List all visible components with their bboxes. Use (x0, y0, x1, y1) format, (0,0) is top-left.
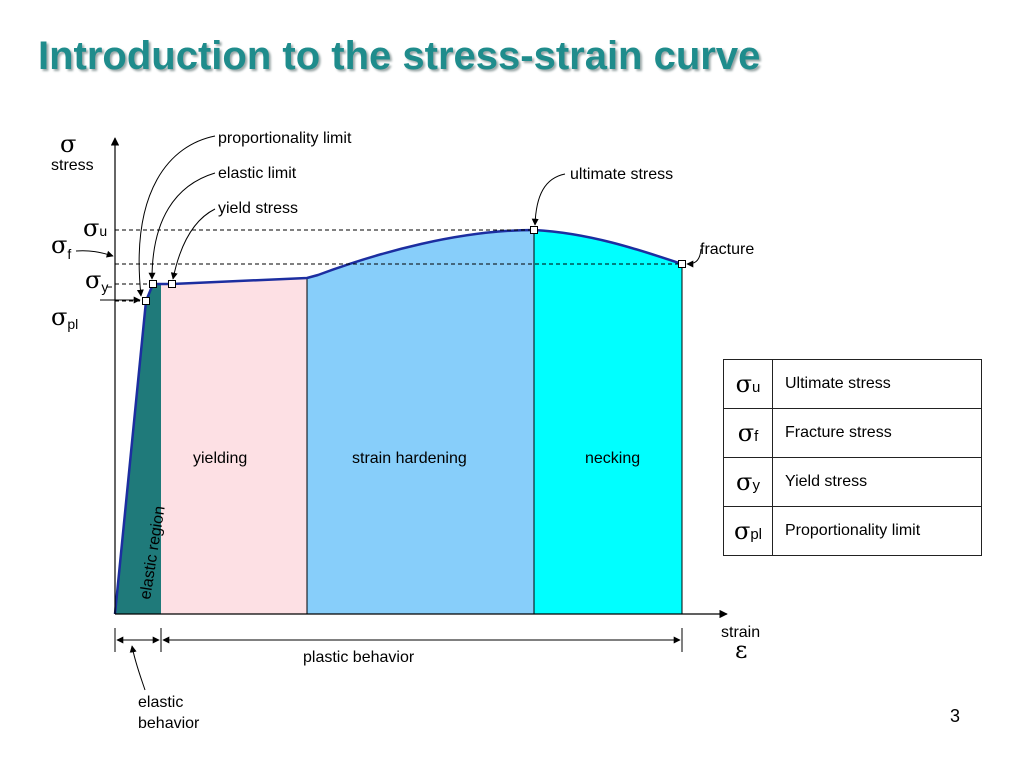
yield-stress-leader (170, 208, 216, 280)
plastic-behavior-label-bg (298, 644, 452, 666)
legend-symbol: σpl (723, 506, 773, 556)
elastic-region-fill (115, 284, 161, 614)
legend-row: σy Yield stress (723, 457, 982, 507)
legend-description: Proportionality limit (772, 506, 982, 556)
elastic-limit-marker (149, 280, 157, 288)
sigma-f-label: σf (51, 231, 71, 262)
y-axis-label: stress (51, 157, 94, 174)
stress-strain-curve (113, 228, 683, 615)
x-axis-symbol: ε (735, 636, 747, 664)
plastic-behavior-label: plastic behavior (303, 649, 415, 666)
y-axis-symbol: σ (60, 130, 76, 158)
fracture-label: fracture (700, 241, 754, 258)
yielding-region-fill (161, 278, 307, 614)
ultimate-stress-leader (531, 173, 566, 226)
elastic-limit-label: elastic limit (218, 165, 297, 182)
legend-row: σf Fracture stress (723, 408, 982, 458)
x-axis-label: strain (721, 624, 760, 641)
sigma-y-label: σy (85, 266, 108, 295)
sigma-u-label: σu (83, 214, 107, 242)
legend-row: σu Ultimate stress (723, 359, 982, 409)
slide-title: Introduction to the stress-strain curve (38, 34, 761, 78)
legend-description: Yield stress (772, 457, 982, 507)
elastic-limit-leader (148, 172, 216, 280)
legend-symbol: σy (723, 457, 773, 507)
yield-stress-label: yield stress (218, 200, 298, 217)
legend-table: σu Ultimate stress σf Fracture stress σy… (723, 359, 982, 556)
elastic-behavior-leader (129, 645, 146, 691)
legend-description: Ultimate stress (772, 359, 982, 409)
necking-label: necking (585, 450, 640, 467)
legend-row: σpl Proportionality limit (723, 506, 982, 556)
proportionality-limit-label: proportionality limit (218, 130, 352, 147)
sigma-pl-label: σpl (51, 303, 78, 332)
legend-description: Fracture stress (772, 408, 982, 458)
proportionality-limit-leader (136, 135, 216, 297)
sigma-f-leader (75, 250, 114, 258)
strain-hardening-label: strain hardening (352, 450, 467, 467)
yielding-label: yielding (193, 450, 247, 467)
fracture-leader (686, 248, 702, 268)
ultimate-stress-label: ultimate stress (570, 166, 673, 183)
fracture-marker (678, 260, 686, 268)
necking-region-fill (534, 230, 682, 614)
legend-symbol: σu (723, 359, 773, 409)
strain-hardening-region-fill (307, 230, 534, 614)
yield-stress-marker (168, 280, 176, 288)
proportionality-limit-marker (142, 297, 150, 305)
ultimate-stress-marker (530, 226, 538, 234)
legend-symbol: σf (723, 408, 773, 458)
elastic-behavior-label: elastic behavior (138, 694, 200, 732)
page-number: 3 (950, 706, 961, 726)
